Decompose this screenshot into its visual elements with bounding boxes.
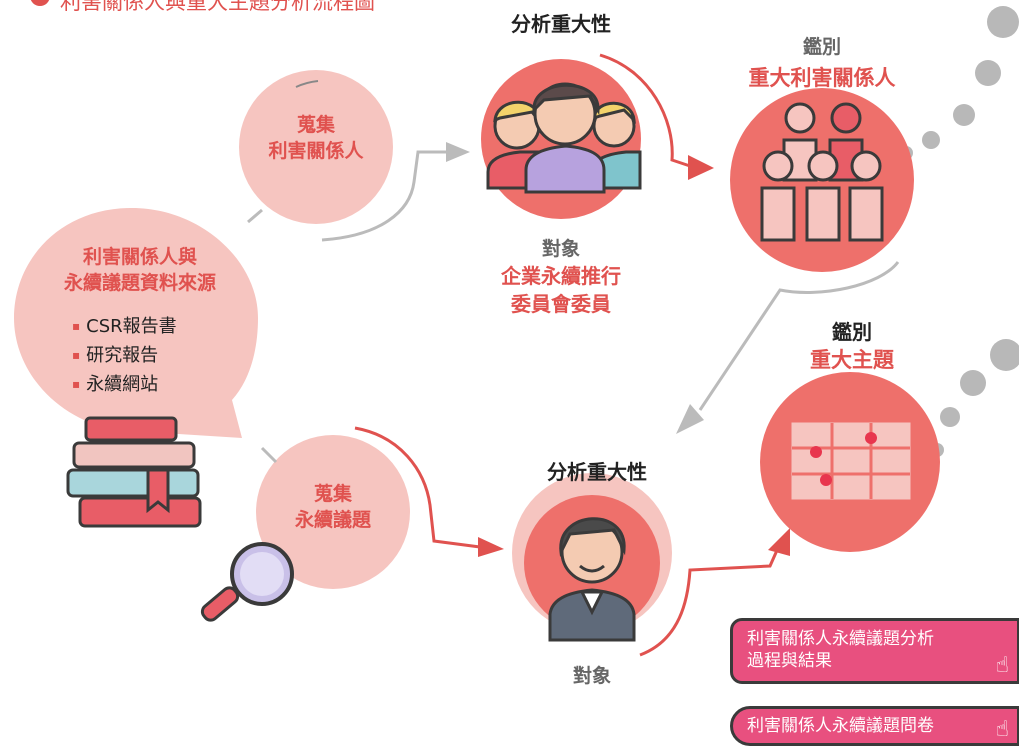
analysis-result-line2: 過程與結果 bbox=[747, 651, 832, 671]
collect-stakeholders-circle bbox=[239, 70, 393, 224]
list-item: 永續網站 bbox=[72, 371, 177, 400]
collect-issues-line1: 蒐集 bbox=[313, 483, 352, 505]
people-group-icon bbox=[486, 82, 642, 194]
pointer-hand-icon: ☝ bbox=[995, 653, 1009, 678]
identify-topics-label: 鑑別 bbox=[832, 320, 872, 344]
magnifier-icon bbox=[200, 542, 294, 622]
top-analysis-heading: 分析重大性 bbox=[511, 12, 611, 36]
collect-issues-label: 蒐集 永續議題 bbox=[273, 481, 393, 533]
arrow-to-identify-topics bbox=[768, 528, 790, 556]
source-title-line2: 永續議題資料來源 bbox=[63, 272, 216, 294]
list-item: 研究報告 bbox=[72, 342, 177, 371]
questionnaire-button[interactable]: 利害關係人永續議題問卷 ☝ bbox=[730, 706, 1019, 746]
collect-stakeholders-label: 蒐集 利害關係人 bbox=[256, 112, 376, 164]
crowd-icon bbox=[760, 102, 884, 242]
arrow-to-identify-stakeholders bbox=[688, 155, 714, 180]
source-title: 利害關係人與 永續議題資料來源 bbox=[40, 244, 240, 296]
collect-stakeholders-line2: 利害關係人 bbox=[268, 140, 364, 162]
top-analysis-object-label: 對象 bbox=[541, 238, 580, 260]
page-title: 利害關係人與重大主題分析流程圖 bbox=[60, 0, 375, 14]
list-item: CSR報告書 bbox=[72, 313, 177, 342]
top-analysis-object: 企業永續推行 委員會委員 bbox=[471, 262, 651, 318]
source-title-line1: 利害關係人與 bbox=[82, 246, 197, 268]
collect-stakeholders-line1: 蒐集 bbox=[296, 114, 335, 136]
collect-issues-line2: 永續議題 bbox=[294, 509, 371, 531]
identify-stakeholders-label: 鑑別 bbox=[802, 36, 841, 58]
analysis-result-button[interactable]: 利害關係人永續議題分析 過程與結果 ☝ bbox=[730, 618, 1019, 684]
arrow-to-bottom-analysis-grey bbox=[676, 404, 704, 434]
top-analysis-object-line1: 企業永續推行 bbox=[501, 264, 621, 288]
title-bullet-icon bbox=[30, 0, 50, 6]
analysis-result-line1: 利害關係人永續議題分析 bbox=[747, 629, 934, 649]
identify-topics-value: 重大主題 bbox=[810, 348, 894, 372]
collect-issues-circle bbox=[256, 435, 410, 589]
arrow-to-top-analysis bbox=[446, 142, 470, 162]
matrix-icon bbox=[791, 422, 911, 500]
books-icon bbox=[66, 416, 202, 528]
pointer-hand-icon: ☝ bbox=[995, 717, 1009, 742]
source-list: CSR報告書 研究報告 永續網站 bbox=[72, 313, 177, 400]
identify-stakeholders-value: 重大利害關係人 bbox=[748, 66, 896, 90]
arrow-to-bottom-analysis bbox=[478, 537, 504, 557]
questionnaire-label: 利害關係人永續議題問卷 bbox=[747, 716, 934, 736]
top-analysis-object-line2: 委員會委員 bbox=[511, 292, 611, 316]
businessman-icon bbox=[548, 517, 636, 642]
bottom-analysis-object-label: 對象 bbox=[572, 665, 611, 687]
bottom-analysis-heading: 分析重大性 bbox=[547, 460, 647, 484]
